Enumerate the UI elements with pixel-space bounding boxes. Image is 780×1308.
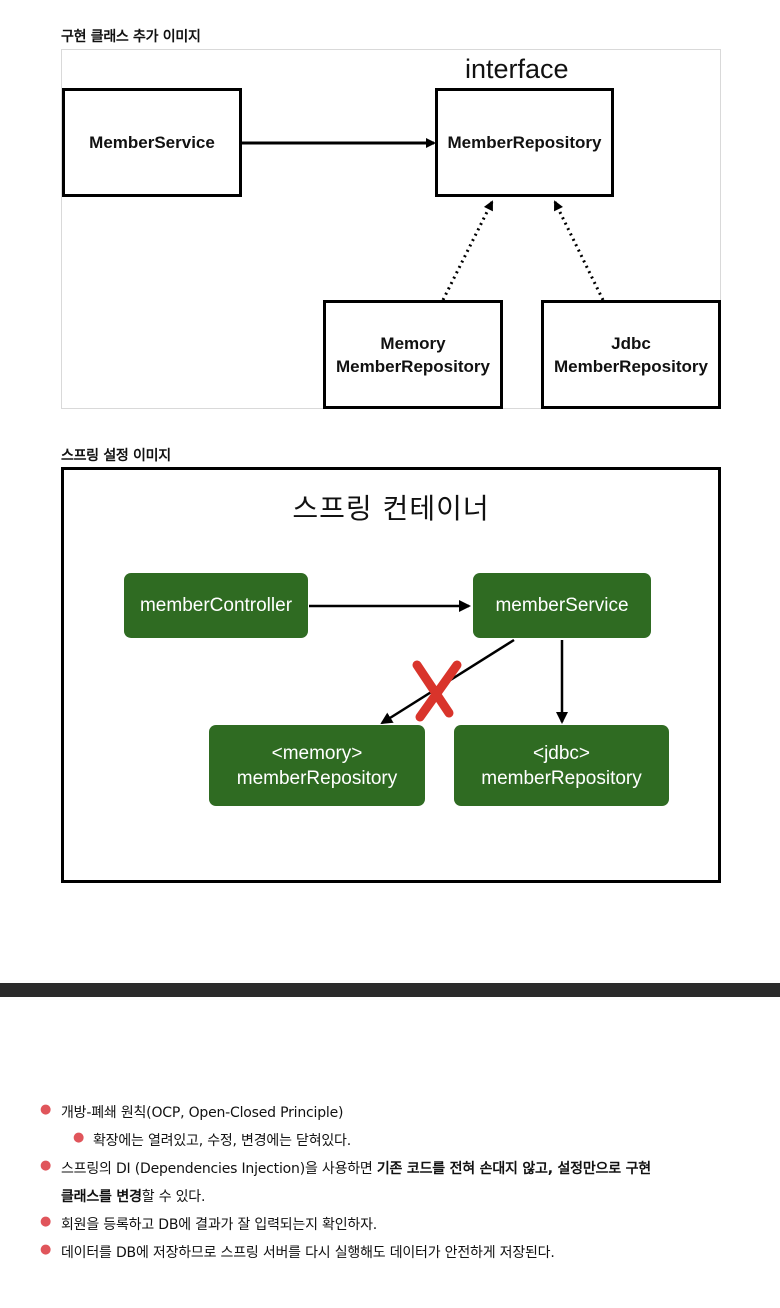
memory-repository-box: Memory MemberRepository (323, 300, 503, 409)
memory-repository-line2: MemberRepository (336, 356, 490, 376)
cross-mark (412, 660, 462, 722)
bullet-dot: ● (40, 1214, 52, 1229)
member-controller-box: memberController (124, 573, 308, 638)
bullet-dot: ● (40, 1158, 52, 1173)
jdbc-repository-bean-line1: <jdbc> (532, 742, 591, 764)
member-service-label: MemberService (89, 133, 215, 152)
member-repository-box: MemberRepository (435, 88, 614, 197)
class-diagram: interface MemberService MemberRepository… (61, 49, 721, 409)
member-service-box: MemberService (62, 88, 242, 197)
memory-repository-bean-line1: <memory> (271, 742, 363, 764)
member-service-bean-label: memberService (495, 595, 629, 616)
bullet-di-line2: 클래스를 변경할 수 있다. (61, 1186, 205, 1206)
class-diagram-arrows (241, 138, 605, 301)
member-controller-label: memberController (139, 595, 293, 616)
jdbc-implements-arrow (553, 200, 605, 301)
jdbc-repository-bean-box: <jdbc> memberRepository (454, 725, 669, 806)
bullet-ocp-sub: 확장에는 열려있고, 수정, 변경에는 닫혀있다. (93, 1133, 351, 1149)
container-title: 스프링 컨테이너 (292, 492, 490, 525)
spring-container-diagram: 스프링 컨테이너 memberController memberService … (61, 467, 721, 883)
memory-repository-line1: Memory (380, 333, 446, 353)
section-divider (0, 983, 780, 997)
member-service-bean-box: memberService (473, 573, 651, 638)
container-arrows (309, 600, 568, 725)
bullet-dot: ● (73, 1130, 85, 1145)
bullet-register: 회원을 등록하고 DB에 결과가 잘 입력되는지 확인하자. (61, 1217, 378, 1233)
memory-repository-bean-line2: memberRepository (236, 767, 398, 789)
memory-repository-bean-box: <memory> memberRepository (209, 725, 425, 806)
jdbc-repository-bean-line2: memberRepository (481, 767, 642, 789)
bullet-di-bold2: 클래스를 변경 (61, 1189, 142, 1205)
bullet-persist: 데이터를 DB에 저장하므로 스프링 서버를 다시 실행해도 데이터가 안전하게… (61, 1245, 555, 1261)
bullet-di-line1: 스프링의 DI (Dependencies Injection)을 사용하면 기… (61, 1158, 651, 1178)
memory-implements-arrow (441, 200, 494, 301)
bullet-dot: ● (40, 1102, 52, 1117)
bullet-ocp: 개방-폐쇄 원칙(OCP, Open-Closed Principle) (61, 1105, 344, 1121)
bullet-di-bold1: 기존 코드를 전혀 손대지 않고, 설정만으로 구현 (376, 1161, 651, 1177)
section1-heading: 구현 클래스 추가 이미지 (61, 29, 201, 45)
member-repository-label: MemberRepository (447, 133, 602, 152)
jdbc-repository-line1: Jdbc (611, 333, 651, 353)
bullet-dot: ● (40, 1242, 52, 1257)
jdbc-repository-box: Jdbc MemberRepository (541, 300, 721, 409)
bullet-di-text: 스프링의 DI (Dependencies Injection)을 사용하면 (61, 1161, 377, 1177)
interface-label: interface (465, 54, 569, 84)
bullet-di-post: 할 수 있다. (141, 1189, 206, 1205)
section2-heading: 스프링 설정 이미지 (61, 448, 171, 464)
jdbc-repository-line2: MemberRepository (554, 356, 708, 376)
